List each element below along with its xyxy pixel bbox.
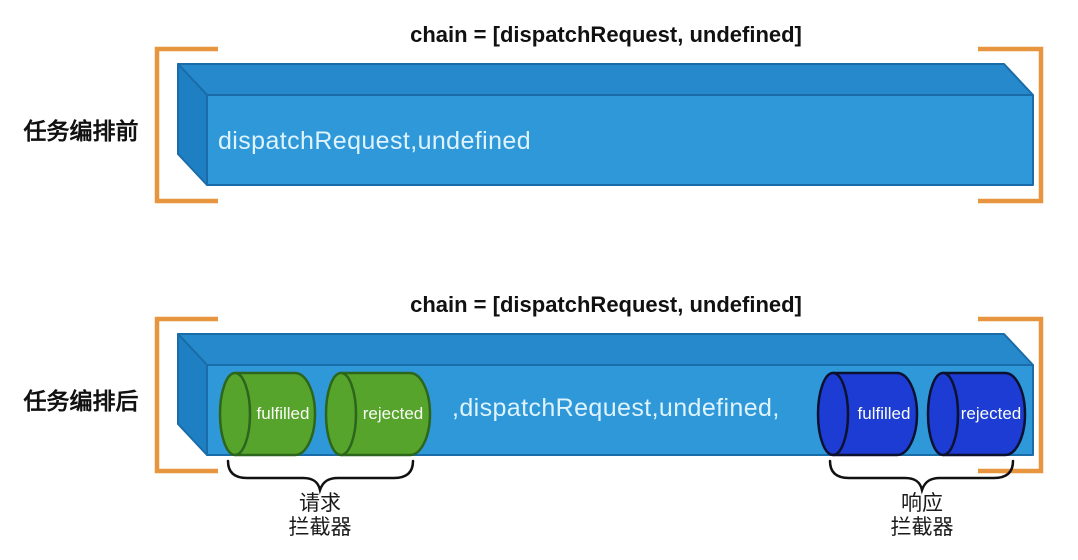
orange-bracket-right-before [978, 46, 1044, 204]
array-content-after: ,dispatchRequest,undefined, [452, 394, 780, 422]
response-interceptor-cylinder-fulfilled [816, 371, 919, 457]
response-rejected-label: rejected [960, 404, 1022, 423]
cylinder-cap [926, 371, 960, 457]
request-interceptor-cylinder-rejected [324, 371, 432, 457]
request-interceptor-label-line1: 请求 [299, 492, 341, 515]
cylinder-body [235, 371, 317, 457]
response-interceptor-cylinder-rejected [926, 371, 1027, 457]
response-interceptor-label-line2: 拦截器 [890, 516, 954, 539]
chain-title-after: chain = [dispatchRequest, undefined] [410, 292, 802, 317]
orange-bracket-left-before [154, 46, 218, 204]
array-box-3d-before [177, 63, 1034, 186]
cylinder-cap [816, 371, 850, 457]
cylinder-cap [218, 371, 252, 457]
request-rejected-label: rejected [362, 404, 424, 423]
request-interceptor-label: 请求 拦截器 [289, 492, 352, 540]
box-top-face [177, 333, 1034, 366]
orange-bracket-left-after [154, 316, 218, 474]
request-interceptor-label-line2: 拦截器 [288, 516, 352, 539]
underbrace-request [226, 459, 415, 495]
section-label-before: 任务编排前 [23, 118, 139, 144]
request-interceptor-cylinder-fulfilled [218, 371, 317, 457]
underbrace-response [828, 459, 1015, 495]
box-front-face [206, 94, 1034, 186]
cylinder-body [833, 371, 919, 457]
response-interceptor-label: 响应 拦截器 [891, 492, 954, 540]
section-label-after: 任务编排后 [23, 388, 139, 414]
array-content-before: dispatchRequest,undefined [218, 127, 532, 155]
box-top-face [177, 63, 1034, 96]
response-interceptor-label-line1: 响应 [901, 492, 943, 515]
response-fulfilled-label: fulfilled [857, 404, 911, 423]
cylinder-body [341, 371, 432, 457]
request-fulfilled-label: fulfilled [256, 404, 310, 423]
cylinder-cap [324, 371, 358, 457]
cylinder-body [943, 371, 1027, 457]
chain-title-before: chain = [dispatchRequest, undefined] [410, 22, 802, 47]
